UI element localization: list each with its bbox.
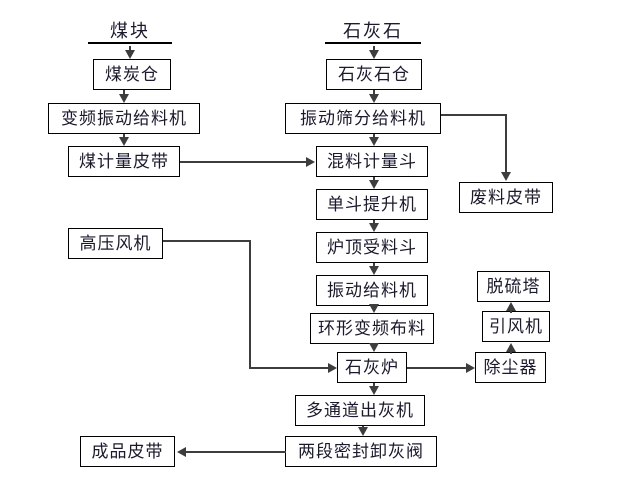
arrowhead-bunker-to-vfd-feeder — [119, 94, 129, 103]
node-dust-collector[interactable]: 除尘器 — [475, 352, 546, 383]
connector-weigh-belt-to-mix-hopper — [180, 161, 307, 163]
connector-screen-feeder-to-waste-belt-horizontal — [441, 114, 506, 116]
node-mixing-weighing-hopper[interactable]: 混料计量斗 — [316, 146, 428, 177]
node-limestone-bunker[interactable]: 石灰石仓 — [326, 59, 422, 90]
arrowhead-mix-hopper-to-bucket-elevator — [369, 180, 379, 189]
arrowhead-ash-discharger-to-valve — [358, 427, 368, 436]
arrowhead-limestone-to-bunker — [369, 50, 379, 59]
connector-valve-to-product-belt — [186, 451, 286, 453]
heading-coal-lump: 煤块 — [88, 18, 172, 44]
arrowhead-lime-kiln-to-dust-collector — [466, 363, 475, 373]
connector-limestone-to-bunker — [373, 46, 375, 52]
node-waste-belt[interactable]: 废料皮带 — [459, 182, 553, 213]
node-vibrating-screen-feeder[interactable]: 振动筛分给料机 — [285, 103, 441, 134]
arrowhead-screen-feeder-to-mix-hopper — [369, 137, 379, 146]
node-furnace-top-receiving-hopper[interactable]: 炉顶受料斗 — [316, 232, 428, 263]
connector-screen-feeder-to-waste-belt-vertical — [505, 114, 507, 174]
arrowhead-top-hopper-to-vib-feeder — [369, 266, 379, 275]
node-two-stage-sealed-ash-valve[interactable]: 两段密封卸灰阀 — [285, 436, 437, 467]
connector-hp-fan-horizontal-upper — [163, 240, 251, 242]
node-product-belt[interactable]: 成品皮带 — [80, 436, 175, 467]
arrowhead-vfd-feeder-to-weigh-belt — [119, 137, 129, 146]
connector-limestone-bunker-to-screen-feeder — [373, 90, 375, 97]
arrowhead-weigh-belt-to-mix-hopper — [306, 157, 315, 167]
connector-coal-lump-to-bunker — [129, 46, 131, 52]
arrowhead-lime-kiln-to-ash-discharger — [369, 386, 379, 395]
connector-bunker-to-vfd-feeder — [123, 90, 125, 97]
node-multi-channel-ash-discharger[interactable]: 多通道出灰机 — [295, 395, 425, 426]
arrowhead-dust-collector-to-id-fan — [506, 343, 516, 352]
arrowhead-valve-to-product-belt — [177, 447, 186, 457]
node-bucket-elevator[interactable]: 单斗提升机 — [316, 189, 428, 220]
arrowhead-limestone-bunker-to-screen-feeder — [369, 94, 379, 103]
connector-hp-fan-vertical — [249, 240, 251, 368]
node-coal-bunker[interactable]: 煤炭仓 — [93, 59, 171, 90]
node-vibrating-feeder[interactable]: 振动给料机 — [316, 275, 428, 306]
arrowhead-distributor-to-lime-kiln — [369, 343, 379, 352]
arrowhead-hp-fan-to-lime-kiln — [328, 363, 337, 373]
arrowhead-coal-lump-to-bunker — [125, 50, 135, 59]
arrowhead-id-fan-to-desulf-tower — [506, 302, 516, 311]
node-vfd-vibrating-feeder[interactable]: 变频振动给料机 — [48, 103, 200, 134]
heading-limestone: 石灰石 — [325, 18, 421, 44]
connector-lime-kiln-to-dust-collector — [407, 367, 467, 369]
arrowhead-bucket-elevator-to-top-hopper — [369, 223, 379, 232]
node-lime-kiln[interactable]: 石灰炉 — [337, 352, 407, 383]
node-coal-weighing-belt[interactable]: 煤计量皮带 — [68, 146, 180, 177]
node-high-pressure-fan[interactable]: 高压风机 — [68, 228, 163, 259]
arrowhead-screen-feeder-to-waste-belt — [501, 172, 511, 181]
node-ring-vfd-distributor[interactable]: 环形变频布料 — [310, 313, 434, 344]
node-induced-draft-fan[interactable]: 引风机 — [482, 311, 550, 342]
arrowhead-vib-feeder-to-distributor — [369, 304, 379, 313]
connector-hp-fan-horizontal-lower — [249, 367, 329, 369]
node-desulfurization-tower[interactable]: 脱硫塔 — [477, 271, 550, 302]
